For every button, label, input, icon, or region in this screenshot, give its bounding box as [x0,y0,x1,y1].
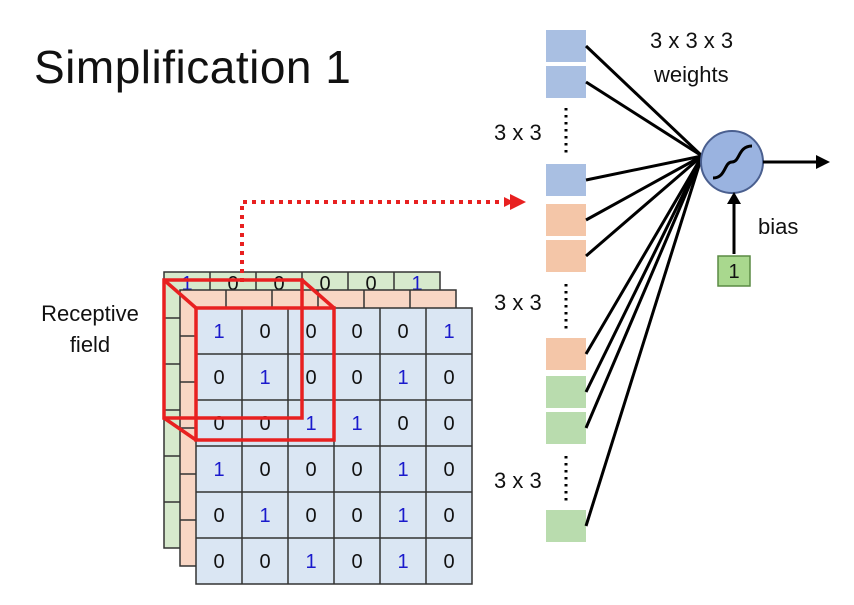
weight-box [546,66,586,98]
connection-line [585,154,703,182]
bias-box [717,255,751,287]
matrix-cell-value: 0 [213,551,224,573]
back-cell-value: 0 [227,273,238,295]
receptive-field-label-line1: Receptive [41,301,139,326]
matrix-cell-value: 1 [397,459,408,481]
group1-size-label: 3 x 3 [494,120,542,145]
matrix-cell-value: 1 [213,321,224,343]
matrix-cell-value: 1 [397,367,408,389]
channel-front-values: 1 0 0 0 0 1 0 1 0 0 1 0 0 0 1 1 0 0 1 0 0 0 1 0 0 1 0 0 1 0 0 0 1 0 1 0 [213,321,454,573]
matrix-cell-value: 0 [443,367,454,389]
matrix-cell-value: 0 [351,321,362,343]
sigmoid-icon [712,144,753,180]
connection-line [584,155,704,393]
connection-line [584,155,704,429]
matrix-cell-value: 1 [351,413,362,435]
matrix-cell-value: 0 [305,321,316,343]
matrix-cell-value: 0 [351,459,362,481]
matrix-cell-value: 1 [259,367,270,389]
back-cell-value: 0 [273,273,284,295]
receptive-field-arrow [240,197,514,282]
connection-line [584,155,704,355]
weight-connections [584,44,704,527]
matrix-cell-value: 0 [443,459,454,481]
weight-box [546,204,586,236]
matrix-cell-value: 0 [259,413,270,435]
matrix-cell-value: 0 [259,551,270,573]
weights-label: weights [654,62,729,87]
connection-line [585,80,703,158]
group2-size-label: 3 x 3 [494,290,542,315]
matrix-cell-value: 0 [259,459,270,481]
matrix-cell-value: 0 [305,505,316,527]
matrix-cell-value: 0 [443,551,454,573]
matrix-cell-value: 0 [351,551,362,573]
matrix-cell-value: 1 [305,413,316,435]
output-arrowhead [816,155,830,169]
matrix-cell-value: 0 [397,413,408,435]
weight-box [546,164,586,196]
channel-back-values: 1 0 0 0 0 1 [181,273,422,295]
matrix-cell-value: 0 [305,459,316,481]
matrix-cell-value: 0 [305,367,316,389]
receptive-field-label: Receptive field [20,298,160,360]
matrix-cell-value: 1 [213,459,224,481]
weight-box [546,30,586,62]
weights-count-label: 3 x 3 x 3 [650,28,734,53]
matrix-cell-value: 1 [397,505,408,527]
matrix-cell-value: 1 [397,551,408,573]
connection-line [584,155,704,527]
group3-size-label: 3 x 3 [494,468,542,493]
arrow-head [510,194,526,210]
matrix-cell-value: 0 [443,413,454,435]
matrix-cell-value: 0 [259,321,270,343]
weight-column [546,30,586,542]
back-cell-value: 0 [365,273,376,295]
receptive-field-label-line2: field [69,332,111,357]
back-cell-value: 0 [319,273,330,295]
matrix-cell-value: 0 [397,321,408,343]
matrix-cell-value: 1 [305,551,316,573]
connection-line [585,154,703,222]
bias-label: bias [758,214,799,239]
bias-input: 1 [717,192,751,287]
back-cell-value: 1 [411,273,422,295]
neuron [700,130,764,194]
connection-line [585,154,703,258]
receptive-field-box [162,278,336,442]
matrix-cell-value: 0 [213,367,224,389]
page-title: Simplification 1 [34,41,352,93]
weight-box [546,412,586,444]
matrix-cell-value: 0 [351,505,362,527]
matrix-cell-value: 1 [259,505,270,527]
weight-box [546,240,586,272]
matrix-cell-value: 0 [213,505,224,527]
matrix-cell-value: 0 [443,505,454,527]
connection-line [584,44,704,158]
weight-box [546,376,586,408]
weight-box [546,510,586,542]
matrix-cell-value: 1 [443,321,454,343]
matrix-cell-value: 0 [351,367,362,389]
bias-value: 1 [728,261,739,283]
matrix-cell-value: 0 [213,413,224,435]
weight-box [546,338,586,370]
back-cell-value: 1 [181,273,192,295]
